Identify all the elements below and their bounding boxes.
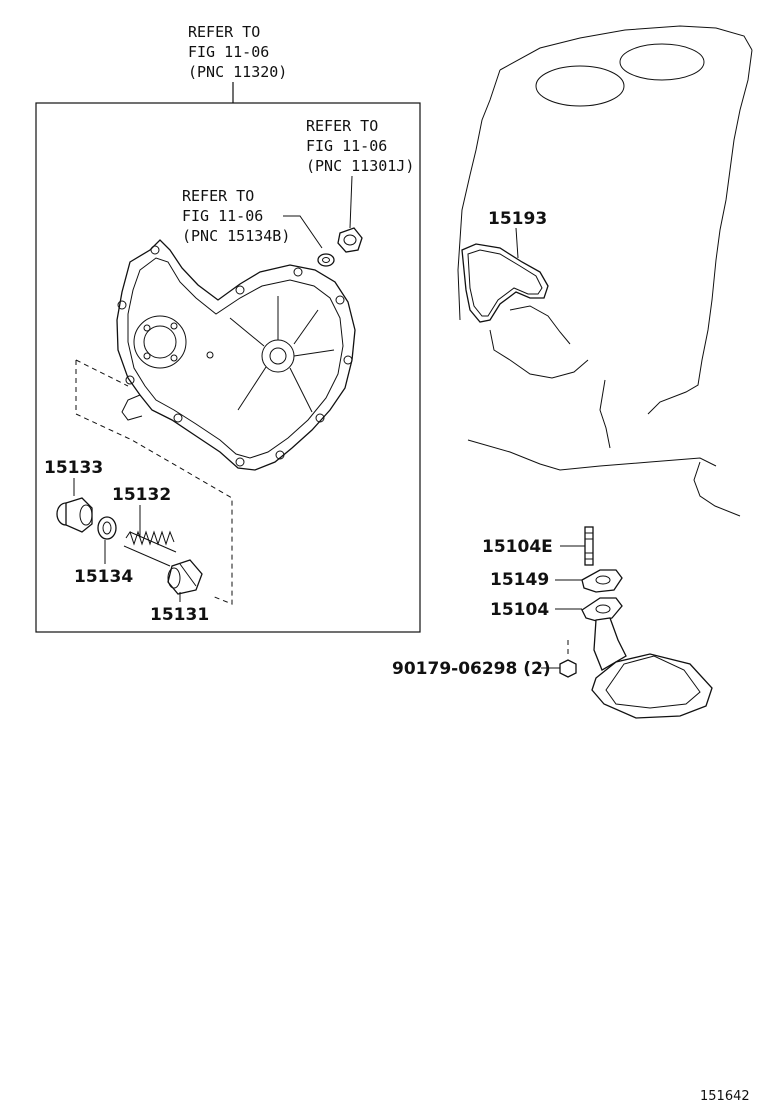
ref-callout-11320: REFER TO FIG 11-06 (PNC 11320) [188,23,287,81]
relief-valve-guide [75,360,233,605]
gasket-15149 [581,569,623,593]
part-number-15131: 15131 [150,605,209,625]
oil-strainer-15104 [581,597,713,719]
part-number-15104e: 15104E [482,537,553,557]
washer-15134b [317,253,335,267]
ref-line3: (PNC 15134B) [182,227,290,245]
nut-90179-06298 [559,659,577,678]
part-number-15149: 15149 [490,570,549,590]
gasket-15193 [461,243,549,323]
gasket-15193-inner [467,249,543,317]
relief-valve-15131 [167,559,203,595]
ref-line1: REFER TO [188,23,260,41]
ref-line3: (PNC 11320) [188,63,287,81]
illustration-number: 151642 [700,1089,750,1104]
part-number-15132: 15132 [112,485,171,505]
engine-block-outline [457,25,753,517]
ref-callout-11301j: REFER TO FIG 11-06 (PNC 11301J) [306,117,414,175]
washer-hole [322,257,330,263]
ref-line2: FIG 11-06 [306,137,387,155]
spring-15132 [123,530,177,567]
oil-pump-body [116,239,356,471]
part-number-15134: 15134 [74,567,133,587]
stud-15104e [584,526,594,566]
leader-15193 [515,227,519,259]
relief-valve-guide-top [75,359,129,387]
ref-line1: REFER TO [182,187,254,205]
part-number-90179: 90179-06298 (2) [392,659,551,679]
assembly-group-box [35,102,421,633]
ref-line2: FIG 11-06 [188,43,269,61]
ref-line1: REFER TO [306,117,378,135]
ref-line2: FIG 11-06 [182,207,263,225]
bolt-11301j [337,227,363,253]
gasket-15134 [97,516,117,540]
part-number-15104: 15104 [490,600,549,620]
ref-leader-11301j [349,175,353,229]
ref-callout-15134b: REFER TO FIG 11-06 (PNC 15134B) [182,187,290,245]
ref-line3: (PNC 11301J) [306,157,414,175]
part-number-15193: 15193 [488,209,547,229]
plug-15133 [56,497,93,533]
ref-leader-15134b [283,215,323,249]
part-number-15133: 15133 [44,458,103,478]
